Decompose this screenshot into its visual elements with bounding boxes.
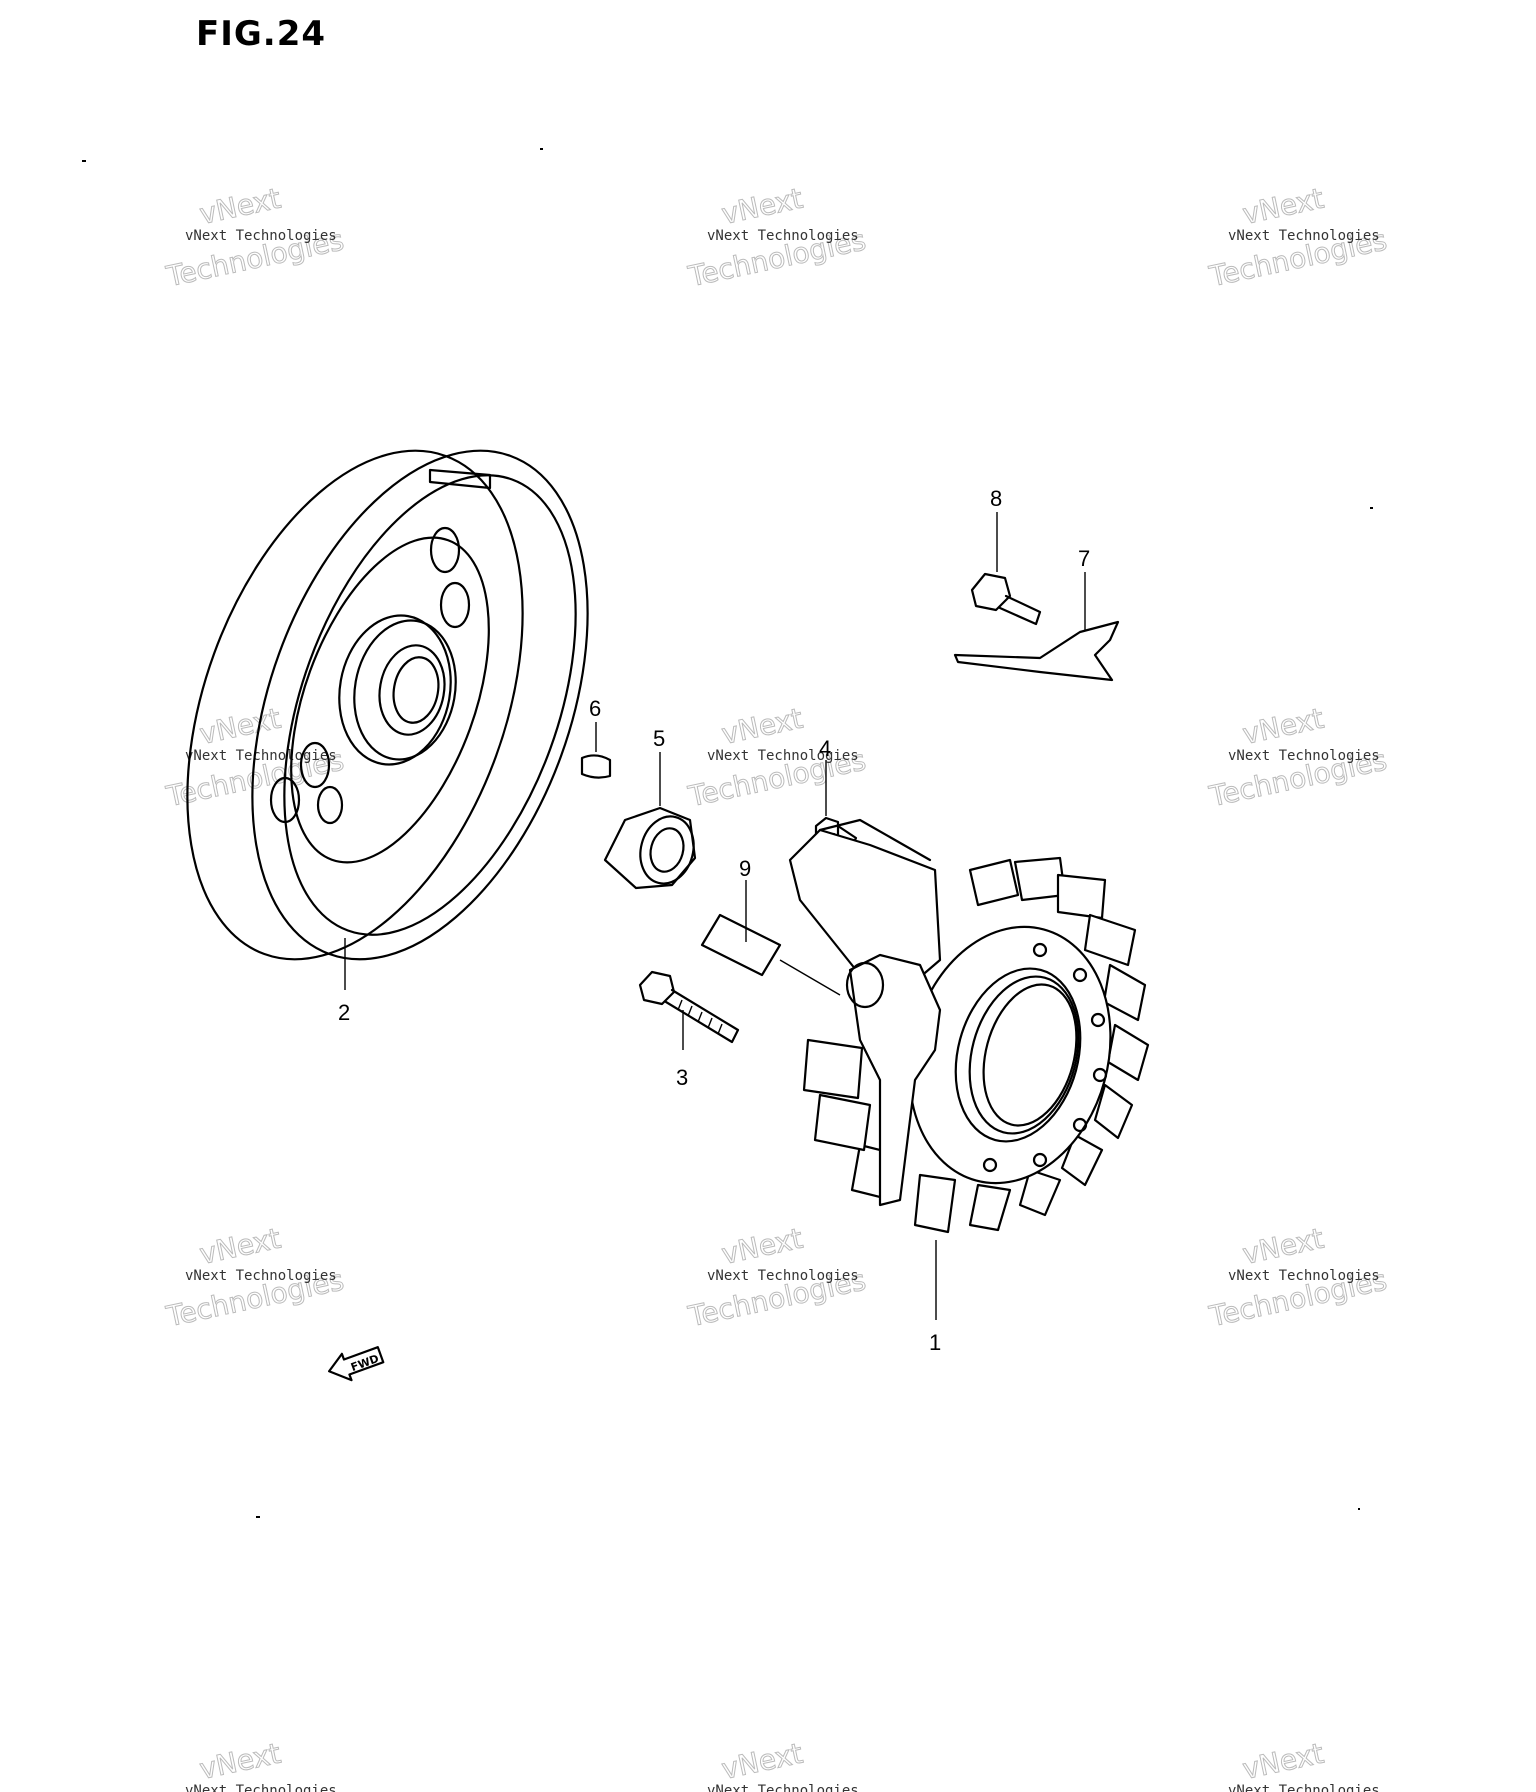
callout-7: 7 [1078,546,1090,571]
svg-text:vNext Technologies: vNext Technologies [185,1783,337,1792]
rotor-nut [603,752,697,890]
watermark: vNext vNext Technologies [1228,1736,1380,1792]
callout-3: 3 [676,1065,688,1090]
svg-text:vNext Technologies: vNext Technologies [1228,1783,1380,1792]
svg-text:vNext: vNext [1240,182,1327,231]
callout-1: 1 [929,1330,941,1355]
svg-text:vNext: vNext [1240,1222,1327,1271]
svg-text:vNext Technologies: vNext Technologies [707,1783,859,1792]
svg-text:vNext: vNext [719,1737,806,1786]
callout-9: 9 [739,856,751,881]
svg-text:vNext Technologies: vNext Technologies [707,228,859,244]
forward-direction-arrow: FWD [328,1346,385,1382]
bolt [638,970,740,1050]
svg-text:vNext Technologies: vNext Technologies [1228,748,1380,764]
svg-text:vNext: vNext [719,182,806,231]
svg-text:vNext: vNext [719,702,806,751]
watermark: vNext vNext Technologies [185,1736,337,1792]
callout-5: 5 [653,726,665,751]
flywheel-rotor [186,449,589,990]
watermark: vNext Technologies vNext Technologies [1205,701,1390,814]
callout-8: 8 [990,486,1002,511]
callout-2: 2 [338,1000,350,1025]
svg-text:vNext: vNext [197,1222,284,1271]
figure-title: FIG.24 [196,14,327,54]
svg-text:vNext Technologies: vNext Technologies [185,748,337,764]
svg-text:vNext: vNext [197,182,284,231]
callout-4: 4 [819,736,831,761]
svg-text:vNext Technologies: vNext Technologies [707,1268,859,1284]
watermark: vNext Technologies vNext Technologies [162,1221,347,1334]
svg-text:vNext: vNext [719,1222,806,1271]
svg-text:vNext Technologies: vNext Technologies [1228,1268,1380,1284]
watermark: vNext Technologies vNext Technologies [684,181,869,294]
scan-noise [82,148,1373,1518]
svg-text:vNext Technologies: vNext Technologies [185,228,337,244]
wire-clamp [953,572,1120,682]
callout-6: 6 [589,696,601,721]
svg-text:vNext: vNext [1240,702,1327,751]
watermark: vNext Technologies vNext Technologies [162,181,347,294]
watermark-layer: vNext Technologies vNext Technologies vN… [162,181,1390,1792]
svg-text:vNext: vNext [197,1737,284,1786]
svg-text:vNext Technologies: vNext Technologies [1228,228,1380,244]
svg-text:vNext Technologies: vNext Technologies [707,748,859,764]
stator-coils [802,856,1150,1234]
watermark: vNext Technologies vNext Technologies [1205,181,1390,294]
watermark: vNext Technologies vNext Technologies [1205,1221,1390,1334]
svg-text:vNext: vNext [197,702,284,751]
woodruff-key [580,722,612,779]
watermark: vNext Technologies vNext Technologies [684,701,869,814]
stator-assembly [779,818,1150,1320]
watermark: vNext Technologies vNext Technologies [684,1221,869,1334]
label-tag [700,880,782,977]
clamp-bolt [970,512,1042,626]
svg-text:vNext: vNext [1240,1737,1327,1786]
watermark: vNext vNext Technologies [707,1736,859,1792]
svg-text:vNext Technologies: vNext Technologies [185,1268,337,1284]
